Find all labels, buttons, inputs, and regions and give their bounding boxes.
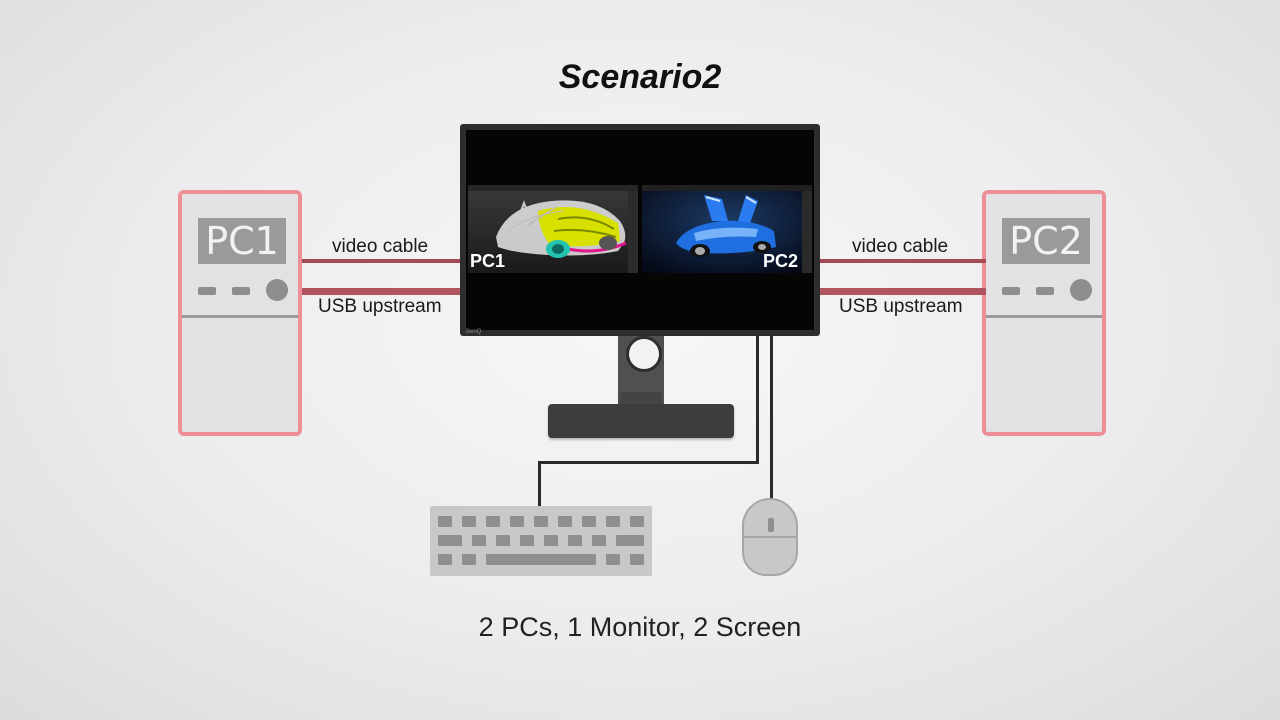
right-usb-cable-label: USB upstream — [839, 296, 963, 317]
pc-slot — [1036, 287, 1054, 295]
pc1-label: PC1 — [198, 218, 286, 264]
keyboard-icon — [430, 506, 652, 576]
right-usb-cable — [818, 288, 986, 295]
pc2-label: PC2 — [1002, 218, 1090, 264]
pane-label-pc2: PC2 — [762, 251, 798, 271]
pc-tower-icon-right: PC2 — [982, 190, 1106, 436]
pc-divider — [182, 315, 298, 318]
monitor-icon: PC1 — [460, 124, 820, 336]
keyboard-wire-horizontal — [538, 461, 759, 464]
keyboard-wire-drop — [538, 461, 541, 507]
left-video-cable-label: video cable — [332, 236, 429, 257]
key — [438, 554, 452, 565]
key — [630, 554, 644, 565]
stand-cable-hole — [626, 336, 662, 372]
key — [472, 535, 486, 546]
left-video-cable — [302, 259, 464, 263]
spacebar-key — [486, 554, 596, 565]
pc-power-knob — [1070, 279, 1092, 301]
monitor-screen: PC1 — [466, 130, 814, 330]
pc-power-knob — [266, 279, 288, 301]
screen-pane-pc2: PC2 — [642, 185, 812, 273]
mouse-scroll-wheel — [768, 518, 774, 532]
key — [534, 516, 548, 527]
pc-slot — [232, 287, 250, 295]
key — [592, 535, 606, 546]
key — [630, 516, 644, 527]
mouse-icon — [742, 498, 798, 576]
key — [438, 535, 462, 546]
right-video-cable-label: video cable — [852, 236, 949, 257]
key — [606, 554, 620, 565]
pc-slot — [198, 287, 216, 295]
monitor-stand-base — [548, 404, 734, 438]
key — [462, 554, 476, 565]
key — [582, 516, 596, 527]
diagram-title: Scenario2 — [558, 58, 722, 96]
pc-slot — [1002, 287, 1020, 295]
screen-pane-pc1: PC1 — [468, 185, 638, 273]
mouse-wire — [770, 336, 773, 500]
pc-divider — [986, 315, 1102, 318]
pc-tower-icon-left: PC1 — [178, 190, 302, 436]
blue-sportscar-image — [642, 185, 812, 273]
keyboard-wire-vertical — [756, 336, 759, 464]
key — [510, 516, 524, 527]
pane-label-pc1: PC1 — [470, 251, 506, 271]
key — [568, 535, 582, 546]
key — [544, 535, 558, 546]
diagram-caption: 2 PCs, 1 Monitor, 2 Screen — [478, 612, 802, 642]
key — [486, 516, 500, 527]
key — [462, 516, 476, 527]
left-usb-cable-label: USB upstream — [318, 296, 442, 317]
key — [616, 535, 644, 546]
key — [606, 516, 620, 527]
key — [438, 516, 452, 527]
right-video-cable — [818, 259, 986, 263]
car-wireframe-image — [468, 185, 638, 273]
key — [558, 516, 572, 527]
mouse-button-divider — [744, 536, 796, 538]
key — [520, 535, 534, 546]
monitor-brand-logo: BenQ — [466, 329, 482, 335]
key — [496, 535, 510, 546]
left-usb-cable — [302, 288, 464, 295]
